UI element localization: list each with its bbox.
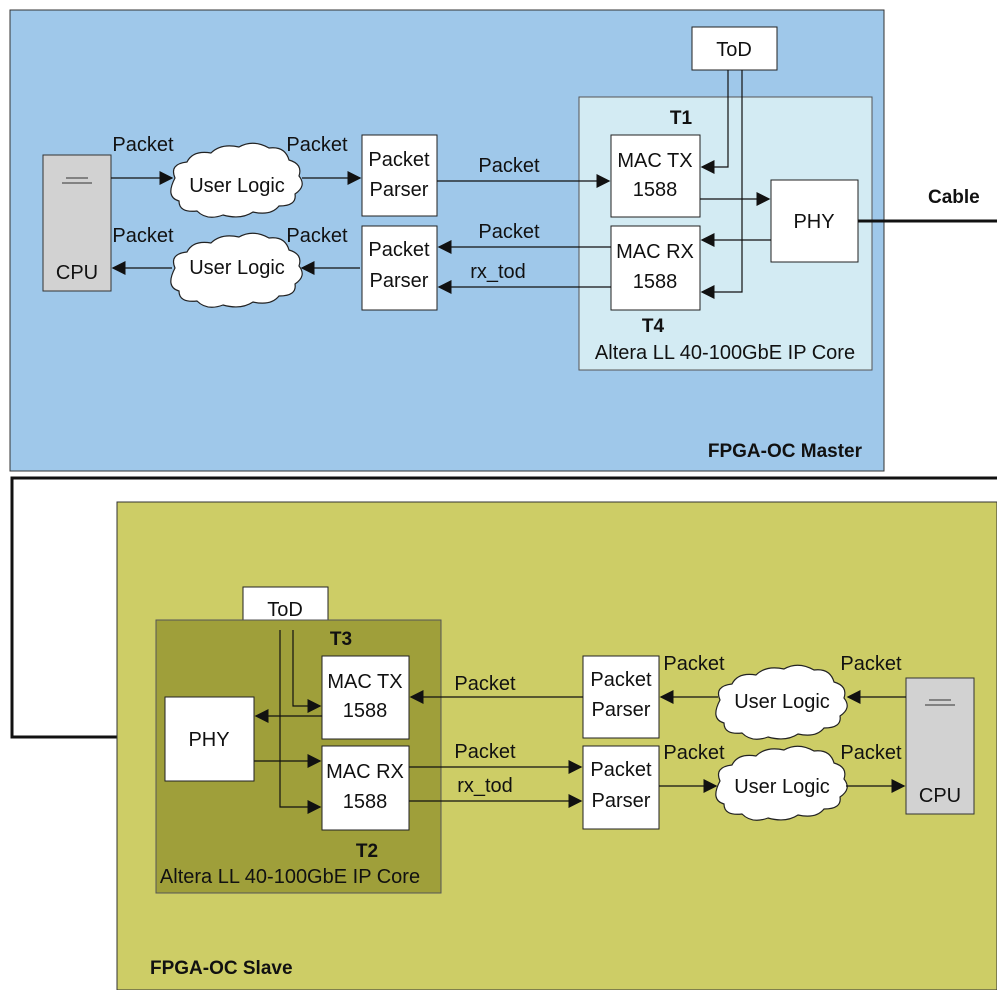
- master-mac-tx: [610, 134, 701, 218]
- slave-phy-label: PHY: [188, 729, 229, 751]
- slave-parser-top: [582, 655, 660, 739]
- slave-parser-bottom: [582, 745, 660, 830]
- slave-t2-label: T2: [356, 841, 378, 862]
- master-label-ul-to-cpu: Packet: [112, 225, 174, 247]
- slave-user-logic-top-cloud: [715, 664, 848, 740]
- slave-label-macrx-to-parser: Packet: [454, 741, 516, 763]
- master-arrow-tod-to-mactx: [700, 70, 729, 174]
- slave-mac-tx: [321, 655, 410, 740]
- slave-label-rx-tod: rx_tod: [457, 775, 513, 797]
- slave-cpu: [905, 677, 975, 815]
- slave-arrow-tod-to-macrx: [279, 630, 322, 814]
- master-parser-top-line1: Packet: [368, 149, 430, 171]
- master-mac-tx-line1: MAC TX: [617, 150, 692, 172]
- slave-tod-label: ToD: [267, 599, 303, 621]
- master-mac-rx-line1: MAC RX: [616, 241, 694, 263]
- master-tod-box: [691, 26, 778, 71]
- slave-label-ul-to-parser: Packet: [663, 653, 725, 675]
- master-parser-top: [361, 134, 438, 217]
- master-parser-bottom-line1: Packet: [368, 239, 430, 261]
- slave-core-label: Altera LL 40-100GbE IP Core: [160, 866, 420, 888]
- slave-phy: [164, 696, 255, 782]
- master-label-parser-to-mactx: Packet: [478, 155, 540, 177]
- slave-parser-bottom-line1: Packet: [590, 759, 652, 781]
- slave-title: FPGA-OC Slave: [150, 958, 293, 979]
- master-user-logic-bottom-label: User Logic: [189, 257, 285, 279]
- cable-label: Cable: [928, 187, 980, 208]
- master-user-logic-top-cloud: [170, 142, 303, 218]
- slave-mac-tx-line1: MAC TX: [327, 671, 402, 693]
- master-label-ul-to-parser: Packet: [286, 134, 348, 156]
- master-parser-top-line2: Parser: [370, 179, 429, 201]
- slave-cpu-label: CPU: [919, 785, 961, 807]
- master-parser-bottom: [361, 225, 438, 311]
- slave-label-parser-to-mactx: Packet: [454, 673, 516, 695]
- slave-user-logic-bottom-cloud: [715, 745, 848, 821]
- slave-parser-top-line1: Packet: [590, 669, 652, 691]
- master-parser-bottom-line2: Parser: [370, 270, 429, 292]
- master-core-label: Altera LL 40-100GbE IP Core: [595, 342, 855, 364]
- slave-parser-top-line2: Parser: [592, 699, 651, 721]
- master-user-logic-bottom-cloud: [170, 232, 303, 308]
- master-arrow-tod-to-macrx: [700, 70, 743, 299]
- master-user-logic-top-label: User Logic: [189, 175, 285, 197]
- slave-mac-tx-line2: 1588: [343, 700, 388, 722]
- cable-loop: [10, 476, 997, 739]
- master-label-parser-to-ul: Packet: [286, 225, 348, 247]
- master-cpu-label: CPU: [56, 262, 98, 284]
- slave-mac-rx: [321, 745, 410, 831]
- slave-user-logic-bottom-label: User Logic: [734, 776, 830, 798]
- master-tod-label: ToD: [716, 39, 752, 61]
- master-t1-label: T1: [670, 108, 693, 129]
- master-label-macrx-to-parser: Packet: [478, 221, 540, 243]
- slave-label-ul-to-cpu: Packet: [840, 742, 902, 764]
- slave-label-parser-to-ul: Packet: [663, 742, 725, 764]
- slave-label-cpu-to-ul: Packet: [840, 653, 902, 675]
- master-title: FPGA-OC Master: [708, 441, 863, 462]
- slave-arrow-tod-to-mactx: [292, 630, 322, 713]
- slave-parser-bottom-line2: Parser: [592, 790, 651, 812]
- master-t4-label: T4: [642, 316, 665, 337]
- master-mac-rx-line2: 1588: [633, 271, 678, 293]
- master-mac-tx-line2: 1588: [633, 179, 678, 201]
- slave-mac-rx-line1: MAC RX: [326, 761, 404, 783]
- master-label-rx-tod: rx_tod: [470, 261, 526, 283]
- slave-mac-rx-line2: 1588: [343, 791, 388, 813]
- slave-user-logic-top-label: User Logic: [734, 691, 830, 713]
- master-label-cpu-to-ul: Packet: [112, 134, 174, 156]
- master-phy-label: PHY: [793, 211, 834, 233]
- master-phy: [770, 179, 859, 263]
- slave-t3-label: T3: [330, 629, 352, 650]
- master-mac-rx: [610, 225, 701, 311]
